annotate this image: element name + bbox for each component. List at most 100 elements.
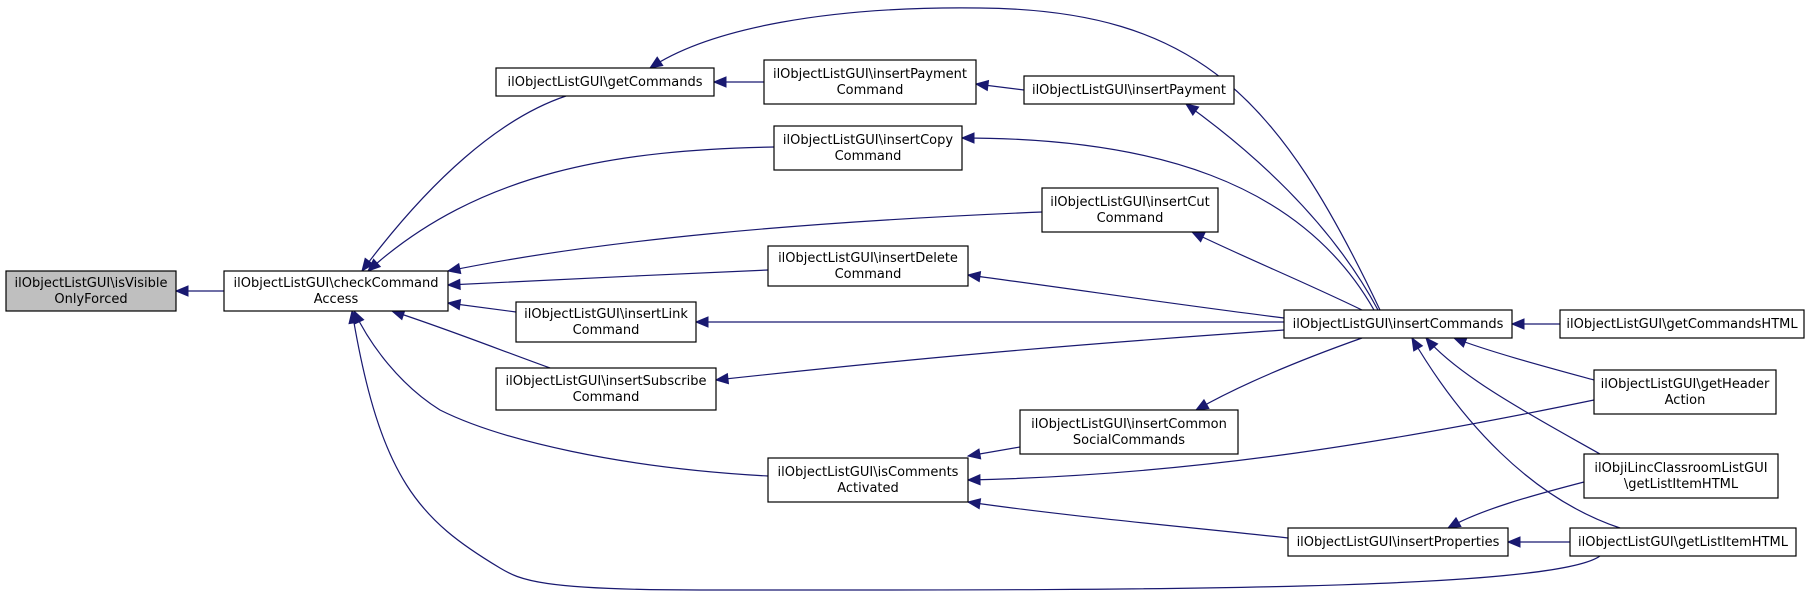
arrowhead-icon bbox=[966, 448, 982, 460]
edge-getListItemHTML-to-checkCommandAccess bbox=[348, 309, 1601, 591]
arrowhead-icon bbox=[1425, 337, 1439, 352]
node-label: ilObjiLincClassroomListGUI bbox=[1594, 461, 1767, 476]
arrowhead-icon bbox=[966, 270, 982, 283]
node-label: SocialCommands bbox=[1073, 433, 1185, 448]
arrowhead-icon bbox=[1194, 398, 1210, 411]
edge-getCommands-to-checkCommandAccess bbox=[361, 95, 567, 273]
arrowhead-icon bbox=[446, 262, 462, 275]
node-label: Command bbox=[573, 390, 640, 405]
node-label: ilObjectListGUI\insertCommands bbox=[1293, 317, 1504, 332]
node-label: ilObjectListGUI\insertProperties bbox=[1297, 535, 1500, 550]
node-label: ilObjectListGUI\insertPayment bbox=[773, 67, 967, 82]
node-label: Activated bbox=[837, 481, 899, 496]
edge-getHeaderAction-to-insertCommands bbox=[1452, 337, 1595, 381]
node-label: ilObjectListGUI\insertPayment bbox=[1032, 83, 1226, 98]
arrowhead-icon bbox=[1506, 536, 1521, 548]
node-linc_getListItemHTML[interactable]: ilObjiLincClassroomListGUI\getListItemHT… bbox=[1583, 453, 1779, 499]
node-label: Action bbox=[1665, 393, 1706, 408]
node-insertCommonSocialCommands[interactable]: ilObjectListGUI\insertCommonSocialComman… bbox=[1019, 409, 1239, 455]
arrowhead-icon bbox=[960, 132, 975, 144]
node-label: ilObjectListGUI\getCommandsHTML bbox=[1566, 317, 1798, 332]
node-label: ilObjectListGUI\insertSubscribe bbox=[505, 374, 706, 389]
edge-getListItemHTML-to-insertCommands bbox=[1411, 336, 1621, 529]
arrowhead-icon bbox=[348, 309, 360, 325]
edge-insertCommands-to-insertLinkCommand bbox=[694, 316, 1284, 328]
edge-insertCutCommand-to-checkCommandAccess bbox=[446, 211, 1043, 275]
edge-insertCommands-to-insertCopyCommand bbox=[960, 132, 1375, 311]
node-insertCommands[interactable]: ilObjectListGUI\insertCommands bbox=[1283, 309, 1513, 339]
arrowhead-icon bbox=[714, 372, 730, 385]
node-label: ilObjectListGUI\insertLink bbox=[524, 307, 688, 322]
arrowhead-icon bbox=[974, 79, 990, 92]
arrowhead-icon bbox=[1452, 337, 1468, 348]
arrowhead-icon bbox=[361, 257, 375, 273]
node-label: Access bbox=[314, 292, 359, 307]
edge-insertDeleteCommand-to-checkCommandAccess bbox=[446, 269, 769, 291]
node-insertPayment[interactable]: ilObjectListGUI\insertPayment bbox=[1023, 75, 1235, 105]
node-label: Command bbox=[573, 323, 640, 338]
arrowhead-icon bbox=[174, 285, 189, 297]
edge-getListItemHTML-to-insertProperties bbox=[1506, 536, 1570, 548]
node-label: ilObjectListGUI\getListItemHTML bbox=[1578, 535, 1789, 550]
arrowhead-icon bbox=[694, 316, 709, 328]
edge-layer bbox=[174, 7, 1621, 591]
node-label: ilObjectListGUI\insertCut bbox=[1050, 195, 1210, 210]
node-label: ilObjectListGUI\insertCommon bbox=[1031, 417, 1227, 432]
node-label: ilObjectListGUI\checkCommand bbox=[234, 276, 439, 291]
node-label: ilObjectListGUI\insertCopy bbox=[783, 133, 953, 148]
arrowhead-icon bbox=[1190, 231, 1206, 243]
edge-insertCommands-to-getCommands bbox=[648, 7, 1381, 311]
arrowhead-icon bbox=[648, 56, 664, 69]
arrowhead-icon bbox=[1184, 103, 1200, 116]
arrowhead-icon bbox=[1510, 318, 1525, 330]
node-insertProperties[interactable]: ilObjectListGUI\insertProperties bbox=[1287, 527, 1509, 557]
edge-getHeaderAction-to-isCommentsActivated bbox=[966, 399, 1595, 486]
arrowhead-icon bbox=[446, 298, 462, 311]
edge-insertCommands-to-insertCutCommand bbox=[1190, 231, 1363, 311]
edge-insertCommands-to-insertCommonSocialCommands bbox=[1194, 337, 1363, 411]
edge-insertPayment-to-insertPaymentCommand bbox=[974, 79, 1025, 92]
edge-checkCommandAccess-to-isVisibleOnlyForced bbox=[174, 285, 224, 297]
node-layer: ilObjectListGUI\isVisibleOnlyForcedilObj… bbox=[5, 59, 1805, 557]
node-label: Command bbox=[1097, 211, 1164, 226]
edge-insertPaymentCommand-to-getCommands bbox=[712, 76, 764, 88]
arrowhead-icon bbox=[966, 498, 982, 510]
node-getCommands[interactable]: ilObjectListGUI\getCommands bbox=[495, 67, 715, 97]
arrowhead-icon bbox=[367, 258, 382, 272]
arrowhead-icon bbox=[446, 278, 461, 291]
arrowhead-icon bbox=[712, 76, 727, 88]
edge-insertCommands-to-insertDeleteCommand bbox=[966, 270, 1285, 319]
edge-insertCopyCommand-to-checkCommandAccess bbox=[367, 146, 775, 272]
node-label: \getListItemHTML bbox=[1624, 477, 1739, 492]
node-label: Command bbox=[837, 83, 904, 98]
node-label: ilObjectListGUI\isVisible bbox=[15, 276, 168, 291]
node-label: OnlyForced bbox=[54, 292, 127, 307]
node-label: ilObjectListGUI\getHeader bbox=[1601, 377, 1770, 392]
edge-insertCommands-to-insertPayment bbox=[1184, 103, 1379, 311]
edge-linc_getListItemHTML-to-insertProperties bbox=[1446, 481, 1585, 529]
edge-insertCommonSocialCommands-to-isCommentsActivated bbox=[966, 446, 1021, 460]
node-label: ilObjectListGUI\isComments bbox=[778, 465, 959, 480]
node-label: Command bbox=[835, 149, 902, 164]
arrowhead-icon bbox=[966, 473, 981, 486]
arrowhead-icon bbox=[1411, 336, 1424, 352]
arrowhead-icon bbox=[1446, 516, 1462, 529]
node-getCommandsHTML[interactable]: ilObjectListGUI\getCommandsHTML bbox=[1559, 309, 1805, 339]
edge-insertLinkCommand-to-checkCommandAccess bbox=[446, 298, 517, 313]
node-getListItemHTML[interactable]: ilObjectListGUI\getListItemHTML bbox=[1569, 527, 1797, 557]
edge-insertProperties-to-isCommentsActivated bbox=[966, 498, 1289, 539]
edge-getCommandsHTML-to-insertCommands bbox=[1510, 318, 1560, 330]
node-label: ilObjectListGUI\insertDelete bbox=[778, 251, 958, 266]
node-label: ilObjectListGUI\getCommands bbox=[507, 75, 702, 90]
